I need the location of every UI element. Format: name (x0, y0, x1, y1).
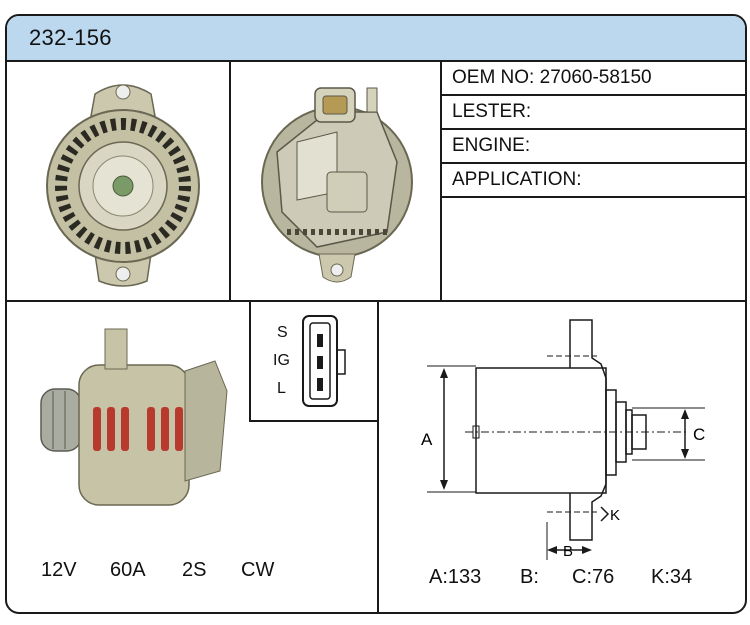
amperage-spec: 60A (110, 559, 146, 581)
info-row-line-1 (440, 94, 745, 96)
application-label: APPLICATION: (452, 169, 582, 190)
connector-plug-icon (302, 315, 346, 407)
rotation-spec: CW (241, 559, 275, 581)
dimension-c-value: C:76 (572, 566, 615, 588)
alternator-side-view (40, 328, 228, 506)
dim-label-b: B (563, 543, 573, 560)
engine-label: ENGINE: (452, 135, 531, 156)
lester-label: LESTER: (452, 101, 532, 122)
dimension-k-value: K:34 (651, 566, 693, 588)
divider-col-2 (440, 60, 442, 300)
lester-field: LESTER: (452, 101, 531, 123)
pin-label-ig: IG (273, 352, 290, 369)
product-sheet: 232-156 OEM NO: 27060-58150 LESTER: ENGI… (5, 14, 747, 614)
engine-field: ENGINE: (452, 135, 530, 157)
oem-field: OEM NO: 27060-58150 (452, 67, 652, 89)
dimension-drawing: A C B K (421, 319, 705, 560)
oem-value: 27060-58150 (539, 67, 652, 88)
part-number: 232-156 (29, 25, 112, 50)
oem-label: OEM NO: (452, 67, 535, 88)
divider-bottom-mid (377, 300, 379, 612)
header-bar: 232-156 (7, 16, 745, 62)
dim-label-a: A (421, 430, 433, 449)
info-row-line-3 (440, 162, 745, 164)
dim-label-k: K (610, 507, 620, 524)
pin-label-l: L (277, 380, 286, 397)
dimension-a-value: A:133 (429, 566, 482, 588)
pin-label-s: S (277, 324, 288, 341)
connector-box-bottom (249, 420, 379, 422)
application-field: APPLICATION: (452, 169, 582, 191)
info-row-line-2 (440, 128, 745, 130)
dim-label-c: C (693, 425, 705, 444)
groove-spec: 2S (182, 559, 207, 581)
divider-col-1 (229, 60, 231, 300)
voltage-spec: 12V (41, 559, 77, 581)
info-row-line-4 (440, 196, 745, 198)
alternator-rear-view (261, 87, 413, 283)
divider-row-main (7, 300, 745, 302)
alternator-front-view (46, 84, 200, 287)
connector-box-left (249, 300, 251, 422)
dimension-b-value: B: (520, 566, 539, 588)
